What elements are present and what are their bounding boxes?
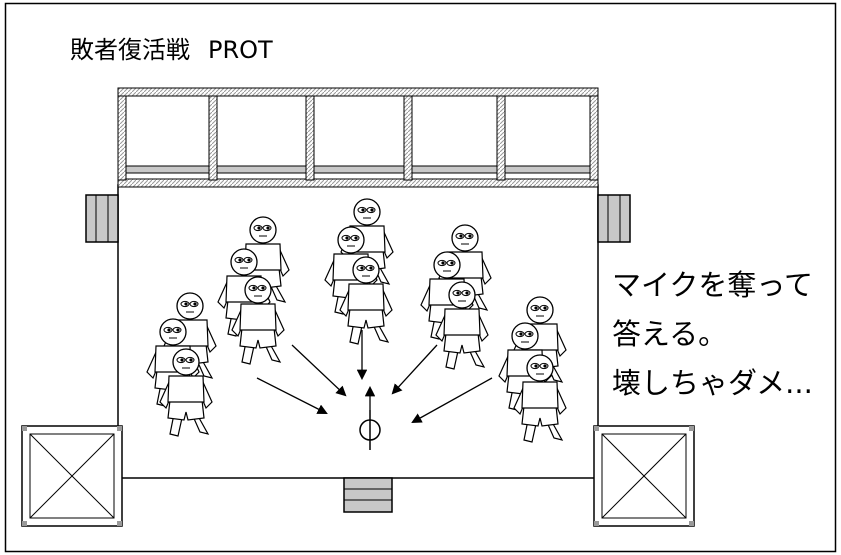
monitor-left bbox=[85, 194, 119, 243]
arrows-group bbox=[256, 330, 493, 424]
back-truss bbox=[117, 87, 599, 188]
microphone-icon bbox=[359, 410, 381, 450]
annotation-line-2: 答える。 bbox=[612, 317, 728, 351]
group-name: PROT bbox=[208, 36, 273, 64]
performer-figure bbox=[159, 348, 213, 437]
arrow-upper-left bbox=[291, 344, 347, 397]
arrow-left bbox=[256, 377, 328, 414]
annotation-line-1: マイクを奪って bbox=[612, 268, 813, 302]
annotation-line-3: 壊しちゃダメ... bbox=[612, 366, 813, 400]
front-steps bbox=[343, 477, 393, 513]
event-name: 敗者復活戦 bbox=[70, 36, 190, 64]
performer-figure bbox=[435, 281, 489, 370]
performer-figure bbox=[513, 354, 567, 443]
arrow-right bbox=[411, 377, 493, 424]
outer-frame bbox=[4, 2, 837, 553]
performer-figure bbox=[231, 276, 285, 365]
monitor-right bbox=[597, 194, 631, 243]
performer-figure bbox=[339, 256, 393, 345]
page-title: 敗者復活戦 PROT bbox=[70, 30, 273, 65]
speaker-right bbox=[593, 425, 695, 527]
performers-group bbox=[146, 198, 567, 443]
arrow-upper-right bbox=[391, 344, 438, 395]
speaker-left bbox=[21, 425, 123, 527]
